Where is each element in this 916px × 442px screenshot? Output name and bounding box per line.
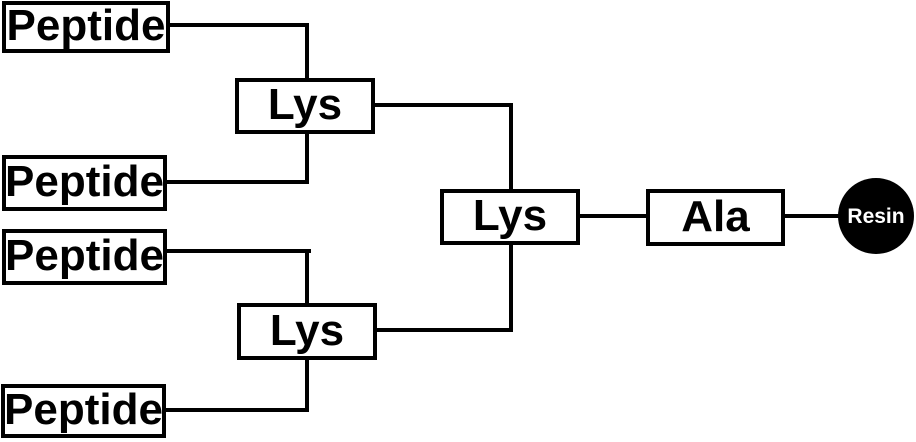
- node-lys-bottom-label: Lys: [269, 305, 345, 355]
- connector-lysbottom-h: [375, 328, 513, 332]
- connector-lystop-v: [509, 103, 513, 191]
- node-peptide-2: Peptide: [2, 155, 167, 211]
- node-lys-top: Lys: [235, 78, 375, 134]
- connector-peptide2-h: [165, 180, 309, 184]
- connector-peptide4-h: [164, 408, 309, 412]
- node-peptide-4-label: Peptide: [4, 385, 163, 434]
- connector-peptide1-v: [305, 23, 309, 80]
- node-lys-bottom: Lys: [237, 303, 377, 360]
- connector-peptide2-v: [305, 132, 309, 184]
- node-lys-core-label: Lys: [472, 191, 548, 240]
- node-peptide-1: Peptide: [2, 1, 170, 53]
- node-lys-core: Lys: [440, 189, 580, 245]
- node-peptide-2-label: Peptide: [5, 157, 164, 206]
- connector-peptide3-h: [165, 249, 311, 253]
- node-peptide-3: Peptide: [2, 229, 167, 285]
- node-ala-label: Ala: [681, 191, 750, 241]
- connector-lystop-h: [373, 103, 513, 107]
- connector-peptide1-h: [167, 23, 309, 27]
- connector-peptide4-v: [305, 358, 309, 412]
- connector-ala-resin: [783, 214, 841, 218]
- node-resin-label: Resin: [847, 204, 905, 228]
- node-ala: Ala: [646, 189, 785, 246]
- node-peptide-1-label: Peptide: [6, 1, 166, 50]
- node-lys-top-label: Lys: [267, 80, 343, 129]
- connector-peptide3-v: [305, 249, 309, 305]
- node-peptide-4: Peptide: [1, 384, 166, 438]
- node-peptide-3-label: Peptide: [5, 231, 164, 280]
- node-resin: Resin: [838, 178, 914, 254]
- connector-lysbottom-v: [509, 243, 513, 332]
- connector-lyscore-ala: [578, 214, 648, 218]
